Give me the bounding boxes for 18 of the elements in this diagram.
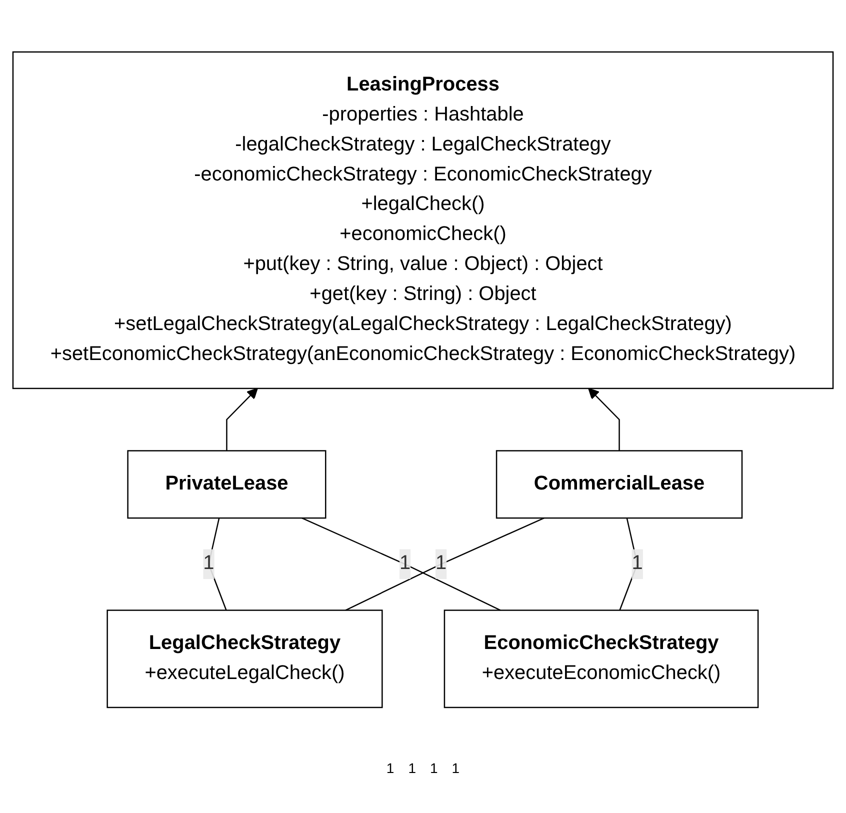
edge-label: 1 xyxy=(203,553,214,574)
arrow xyxy=(588,388,620,452)
node-box xyxy=(12,52,834,390)
multiplicity-label: 1 xyxy=(430,760,438,776)
connector xyxy=(345,518,544,612)
arrow xyxy=(226,388,258,452)
node-box xyxy=(496,450,743,519)
connector xyxy=(302,518,501,612)
multiplicity-label: 1 xyxy=(408,760,416,776)
edge-label: 1 xyxy=(399,553,411,574)
node-box xyxy=(106,610,383,708)
node-box xyxy=(444,610,759,708)
multiplicity-label: 1 xyxy=(386,760,394,776)
edge-label: 1 xyxy=(632,553,643,574)
multiplicity-label: 1 xyxy=(452,760,460,776)
node-box xyxy=(127,450,326,519)
edge-label: 1 xyxy=(435,553,447,574)
class-diagram: 1 1 1 1 LeasingProcess -properties : Hashtable -legalCheckStrategy : LegalCheckStrategy -economicCheckStrategy : EconomicCheckStrategy +legalCheck() +economicCheck() +put(key : String, value : Object) : Object +get(key : String) : Object +setLegalCheckStrategy(aLegalCheckStrategy : LegalCheckStrategy) +setEconomicCheckStrategy(anEconomicCheckStrategy : EconomicCheckStrategy) PrivateLease CommercialLease LegalCheckStrategy +executeLegalCheck() EconomicCheckStrategy +executeEconomicCheck() xyxy=(3,42,843,718)
